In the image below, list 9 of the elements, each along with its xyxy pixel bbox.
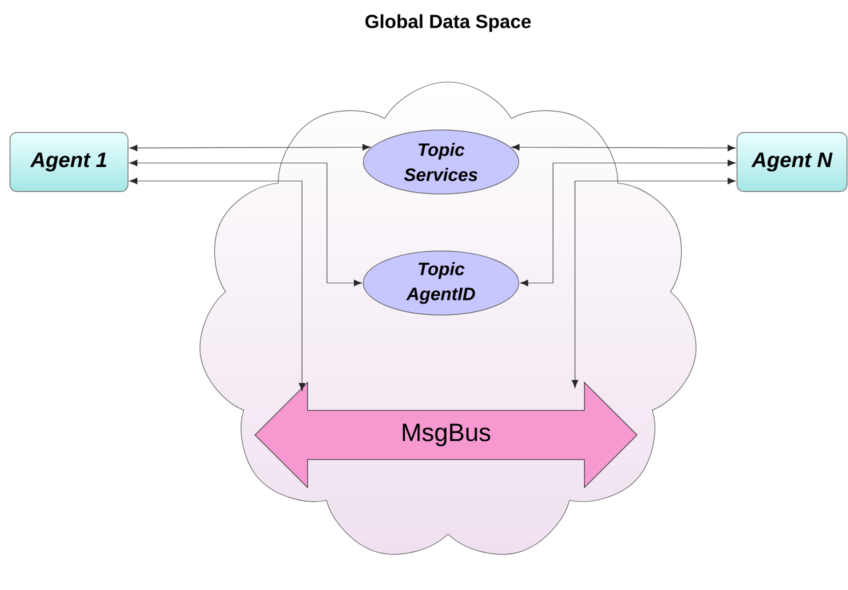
agent-box: Agent 1 (10, 132, 128, 192)
arrow (572, 178, 736, 388)
node-label: Global Data Space (365, 14, 531, 32)
arrow (129, 178, 306, 392)
agent-box: Agent N (736, 132, 848, 192)
arrow (129, 160, 362, 286)
arrow (129, 144, 371, 152)
arrow (520, 160, 736, 286)
arrow (511, 144, 736, 152)
